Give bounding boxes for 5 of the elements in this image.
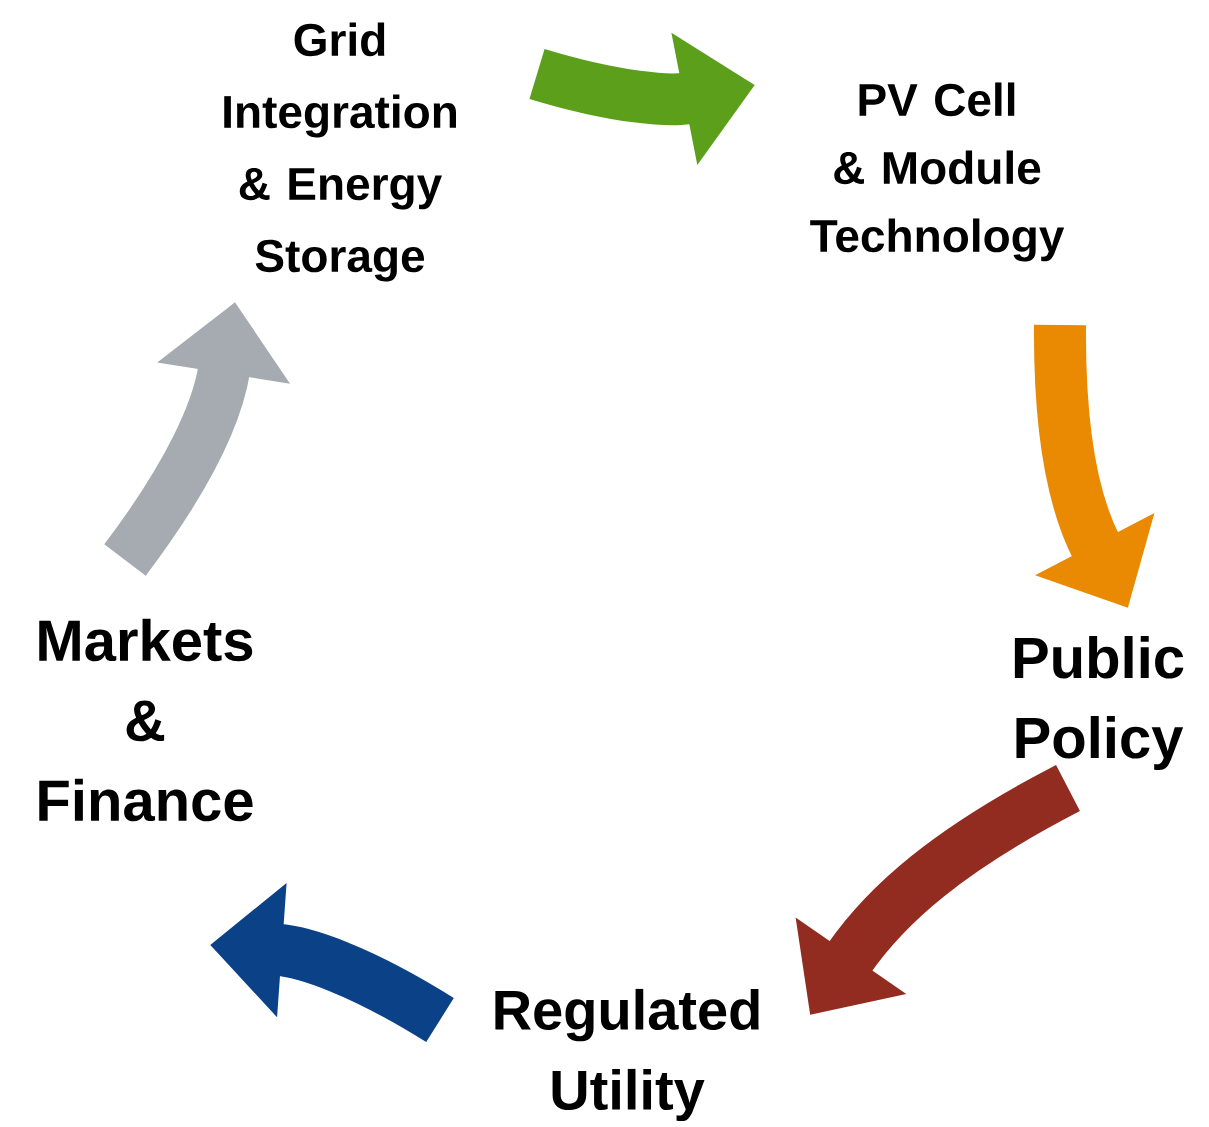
cycle-stage-label: Regulated Utility: [495, 988, 759, 1122]
cycle-stage-label: PV Cell & Module Technology: [810, 82, 1065, 262]
cycle-stage-label: Grid Integration & Energy Storage: [224, 22, 456, 282]
cycle-stage-label: Public Policy: [1014, 635, 1184, 771]
cycle-stage-label: Markets & Finance: [39, 618, 253, 822]
